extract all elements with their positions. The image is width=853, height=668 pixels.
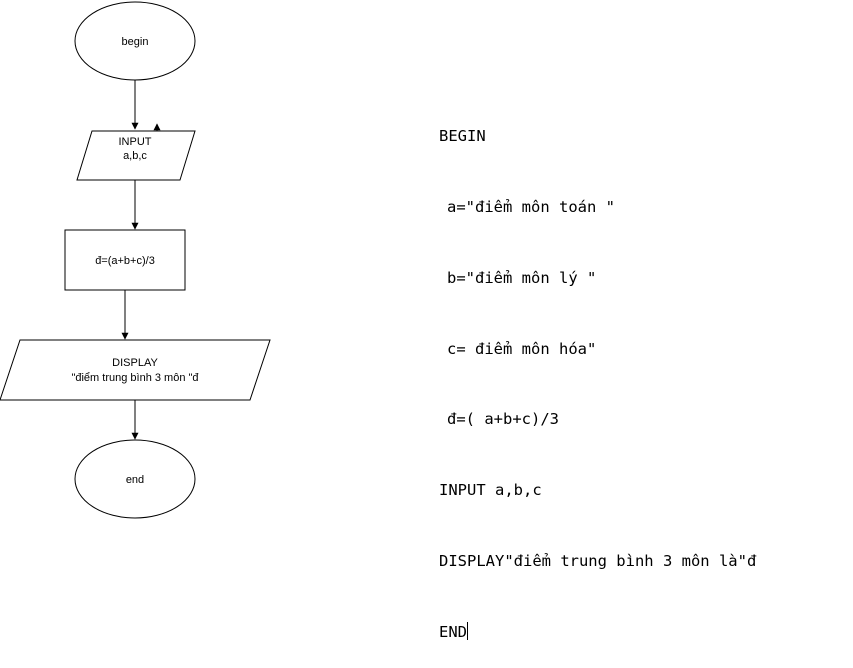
code-line-assign-a: a="điểm môn toán " (447, 197, 615, 216)
start-label: begin (122, 36, 149, 48)
input-parallelogram (76, 130, 196, 181)
end-label: end (126, 474, 144, 486)
input-label-line1: INPUT (119, 136, 152, 148)
process-label: đ=(a+b+c)/3 (95, 255, 155, 267)
code-line-end-wrapper: END (439, 621, 756, 645)
code-line-end: END (439, 622, 467, 641)
text-cursor (467, 621, 468, 640)
display-label-line2: "điểm trung bình 3 môn "đ (71, 372, 199, 384)
flowchart: begin INPUT a,b,c đ=(a+b+c)/3 DISPLAY "đ… (0, 1, 271, 519)
display-parallelogram (0, 339, 271, 401)
code-line-input: INPUT a,b,c (439, 481, 542, 500)
display-label-line1: DISPLAY (112, 357, 158, 369)
end-terminator (74, 439, 196, 519)
code-line-display: DISPLAY"điểm trung bình 3 môn là"đ (439, 551, 757, 570)
input-label-line2: a,b,c (123, 150, 147, 162)
code-line-begin: BEGIN (439, 127, 486, 146)
code-line-assign-b: b="điểm môn lý " (447, 268, 597, 287)
process-box (64, 229, 186, 291)
code-line-compute-average: đ=( a+b+c)/3 (447, 410, 559, 429)
code-line-assign-c: c= điểm môn hóa" (447, 339, 597, 358)
pseudocode-block[interactable]: BEGIN a="điểm môn toán " b="điểm môn lý … (439, 78, 756, 668)
